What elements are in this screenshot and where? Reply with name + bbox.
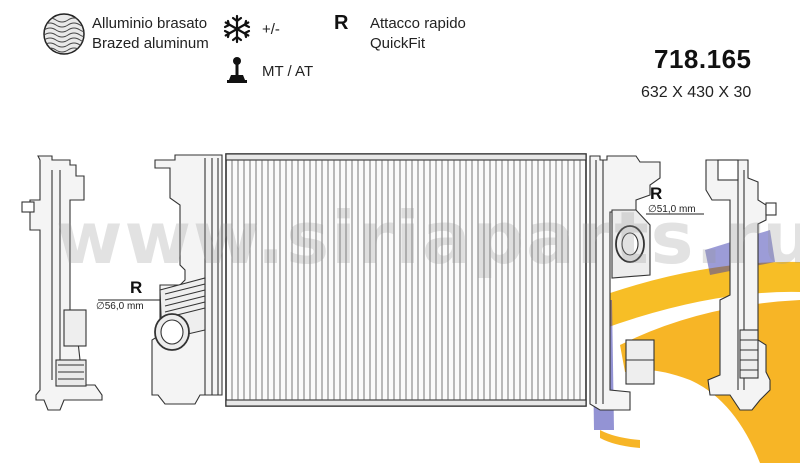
gear-label: MT / AT: [262, 63, 314, 80]
diameter-symbol: ∅: [96, 301, 105, 312]
material-label-en: Brazed aluminum: [92, 35, 209, 52]
left-quickfit-mark: R: [130, 278, 143, 297]
quickfit-label-it: Attacco rapido: [370, 15, 466, 32]
diameter-symbol: ∅: [648, 204, 657, 215]
right-diameter-value: 51,0 mm: [656, 204, 696, 215]
material-legend: Alluminio brasato Brazed aluminum: [42, 12, 242, 56]
snowflake-icon: [223, 14, 251, 44]
gear-shifter-icon: [227, 57, 247, 83]
right-tank: [589, 155, 661, 411]
right-quickfit-mark: R: [650, 184, 663, 203]
left-diameter-label: ∅56,0 mm: [96, 301, 144, 312]
quickfit-symbol: R: [334, 12, 349, 34]
right-side-view: [705, 159, 777, 411]
left-side-view: [21, 155, 103, 411]
watermark-text: www.siriaparts.ru: [56, 196, 800, 280]
climate-label: +/-: [262, 21, 280, 38]
brazed-aluminum-disc-icon: [43, 13, 85, 55]
quickfit-label-en: QuickFit: [370, 35, 426, 52]
left-inlet-pipe: [154, 277, 206, 351]
product-dimensions: 632 X 430 X 30: [641, 84, 752, 101]
right-diameter-label: ∅51,0 mm: [648, 204, 696, 215]
left-diameter-value: 56,0 mm: [104, 301, 144, 312]
material-label-it: Alluminio brasato: [92, 15, 208, 32]
product-code: 718.165: [654, 44, 752, 74]
